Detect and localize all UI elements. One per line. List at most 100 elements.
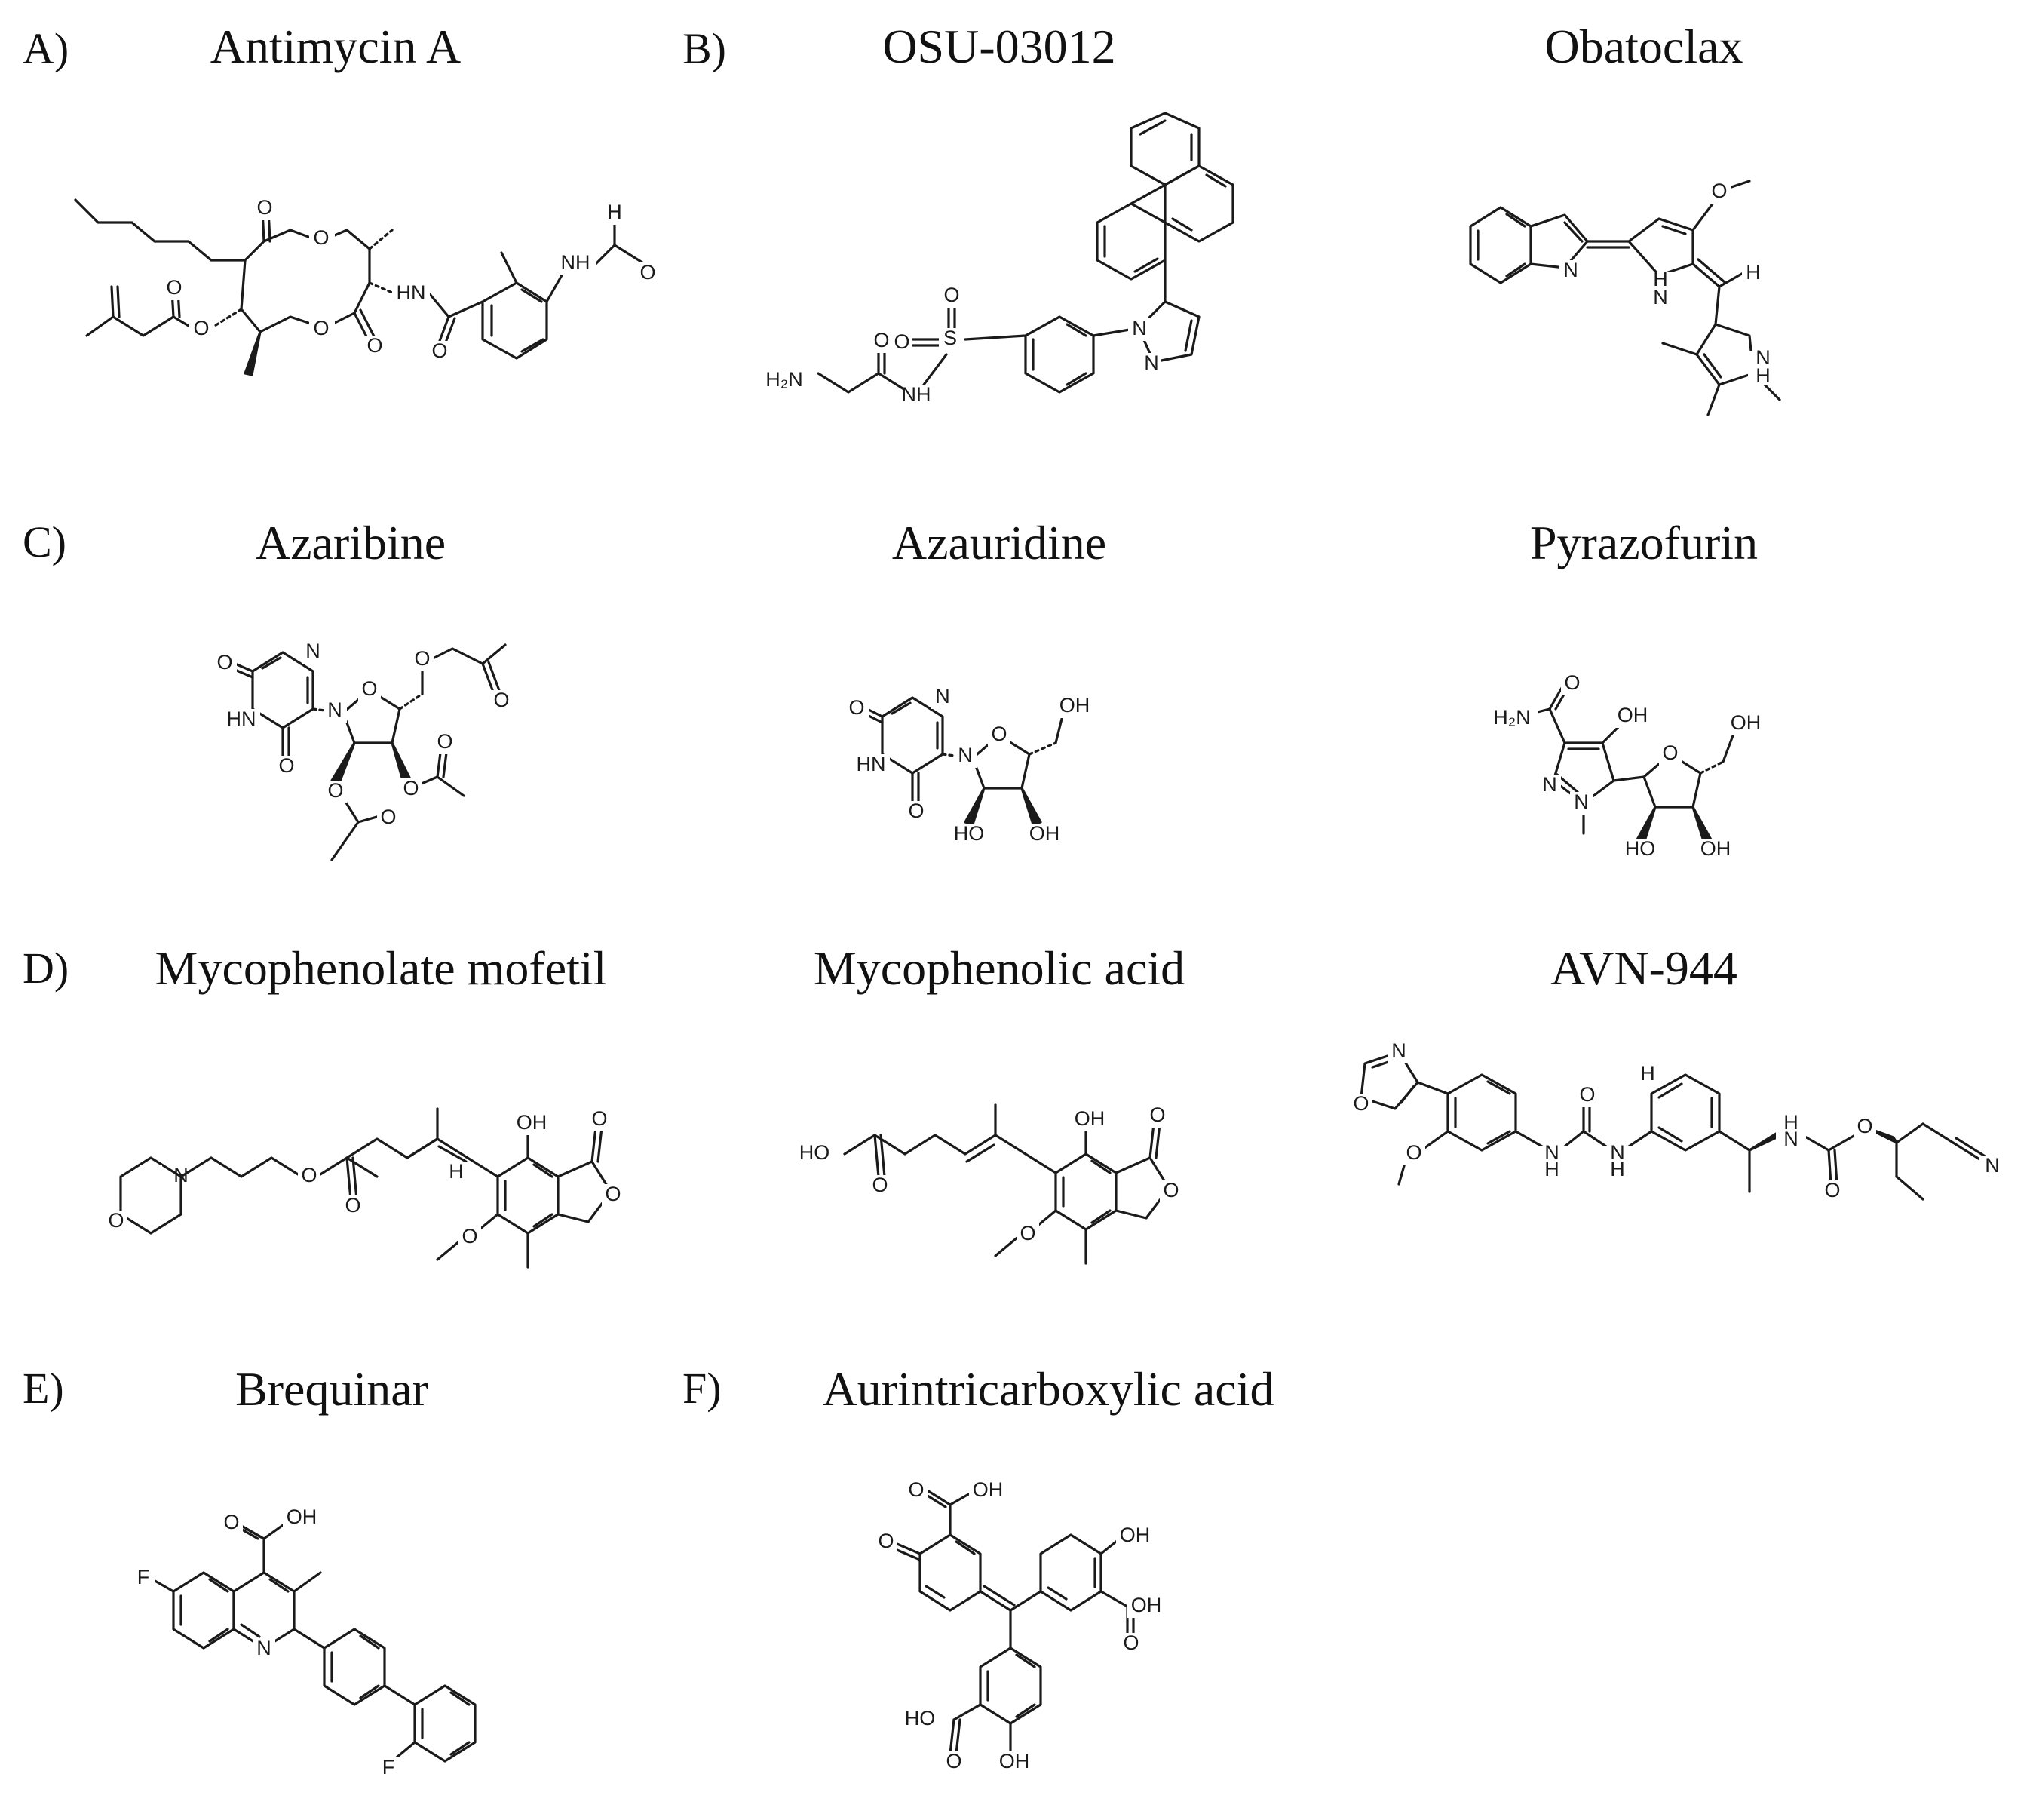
- svg-text:HO: HO: [1625, 837, 1656, 860]
- structure-obatoclax: N H N O H N H: [1469, 180, 1781, 416]
- title-aurintricarboxylic-acid: Aurintricarboxylic acid: [822, 1362, 1274, 1416]
- structure-mycophenolate-mofetil: N O O O H OH O O O: [104, 1107, 624, 1269]
- structure-antimycin-a: O O O O O O HN O NH H O: [74, 196, 659, 376]
- atom-hn: HN: [397, 281, 426, 304]
- svg-text:O: O: [327, 779, 343, 802]
- svg-text:O: O: [848, 696, 864, 719]
- panel-letter-a: A): [23, 24, 69, 73]
- svg-text:O: O: [1579, 1083, 1595, 1106]
- svg-text:O: O: [366, 334, 382, 357]
- svg-text:OH: OH: [973, 1478, 1004, 1501]
- title-pyrazofurin: Pyrazofurin: [1529, 516, 1759, 569]
- svg-text:HN: HN: [227, 707, 256, 730]
- svg-text:O: O: [301, 1164, 317, 1186]
- svg-text:O: O: [1020, 1222, 1035, 1245]
- structure-azauridine: O N N HN O O OH HO OH: [846, 685, 1093, 846]
- svg-text:O: O: [943, 284, 959, 306]
- svg-text:N: N: [173, 1164, 189, 1186]
- structure-pyrazofurin: H₂N O OH N N O OH HO OH: [1486, 671, 1765, 861]
- svg-text:O: O: [1123, 1631, 1139, 1654]
- svg-text:O: O: [1406, 1141, 1421, 1164]
- svg-text:O: O: [1711, 180, 1727, 202]
- svg-text:N: N: [1574, 790, 1589, 813]
- svg-text:S: S: [943, 327, 957, 349]
- svg-text:O: O: [166, 276, 182, 299]
- svg-text:O: O: [605, 1183, 621, 1205]
- svg-text:F: F: [382, 1756, 395, 1779]
- svg-text:O: O: [216, 651, 232, 674]
- svg-text:N: N: [1542, 773, 1557, 796]
- svg-text:H: H: [1756, 364, 1771, 387]
- title-mycophenolate-mofetil: Mycophenolate mofetil: [155, 941, 607, 995]
- structure-mycophenolic-acid: HO O OH O O O: [792, 1103, 1182, 1265]
- svg-text:O: O: [361, 677, 377, 700]
- title-brequinar: Brequinar: [235, 1362, 428, 1416]
- svg-text:O: O: [256, 196, 272, 219]
- svg-text:O: O: [1564, 671, 1580, 694]
- svg-text:O: O: [313, 317, 329, 339]
- svg-text:O: O: [1353, 1092, 1369, 1115]
- svg-text:N: N: [327, 698, 342, 721]
- svg-text:H: H: [449, 1160, 464, 1183]
- svg-text:H: H: [1610, 1158, 1625, 1180]
- svg-text:HO: HO: [905, 1707, 936, 1729]
- title-obatoclax: Obatoclax: [1544, 20, 1743, 73]
- svg-text:O: O: [462, 1225, 477, 1248]
- svg-text:N: N: [958, 744, 973, 766]
- panel-letter-f: F): [682, 1364, 722, 1413]
- svg-text:O: O: [908, 800, 924, 822]
- title-mycophenolic-acid: Mycophenolic acid: [813, 941, 1185, 995]
- svg-text:OH: OH: [1075, 1107, 1105, 1130]
- svg-text:H: H: [1640, 1062, 1655, 1085]
- svg-text:NH: NH: [902, 383, 931, 406]
- svg-text:O: O: [278, 754, 294, 777]
- svg-text:N: N: [1544, 1141, 1559, 1164]
- svg-text:HO: HO: [799, 1141, 830, 1164]
- structure-aurintricarboxylic-acid: O O OH OH OH O HO O OH: [875, 1478, 1165, 1774]
- svg-text:O: O: [380, 806, 396, 828]
- svg-text:N: N: [1756, 346, 1771, 369]
- svg-text:OH: OH: [1700, 837, 1731, 860]
- svg-text:O: O: [591, 1107, 607, 1130]
- svg-text:N: N: [1610, 1141, 1625, 1164]
- title-azaribine: Azaribine: [255, 516, 446, 569]
- svg-text:H₂N: H₂N: [1493, 706, 1530, 729]
- title-antimycin-a: Antimycin A: [210, 20, 462, 73]
- svg-text:N: N: [1563, 259, 1578, 281]
- svg-text:O: O: [908, 1478, 924, 1501]
- svg-text:O: O: [1857, 1115, 1872, 1137]
- svg-text:OH: OH: [517, 1111, 547, 1134]
- svg-text:O: O: [1149, 1103, 1165, 1126]
- structure-osu-03012: S O O NH O H₂N N N: [758, 112, 1234, 407]
- svg-text:N: N: [1985, 1154, 2000, 1177]
- svg-text:O: O: [493, 689, 509, 711]
- svg-text:O: O: [873, 329, 889, 351]
- svg-text:N: N: [1653, 286, 1668, 308]
- svg-text:OH: OH: [287, 1505, 317, 1528]
- structure-azaribine: O N N HN O O O O O O O O: [214, 640, 513, 861]
- svg-text:N: N: [1144, 351, 1159, 374]
- svg-text:N: N: [1391, 1039, 1406, 1062]
- svg-text:N: N: [305, 640, 320, 662]
- structure-brequinar: F N O OH F: [132, 1505, 477, 1780]
- svg-text:N: N: [1783, 1128, 1798, 1150]
- svg-text:OH: OH: [1120, 1524, 1151, 1546]
- svg-text:OH: OH: [1731, 711, 1762, 734]
- svg-text:N: N: [256, 1637, 271, 1659]
- structure-avn-944: N O O N H O N H H H N O O N: [1350, 1039, 2006, 1203]
- svg-text:OH: OH: [1029, 822, 1060, 845]
- svg-text:H: H: [1783, 1111, 1798, 1134]
- svg-text:H: H: [1746, 261, 1761, 284]
- panel-letter-c: C): [23, 517, 66, 566]
- svg-text:HO: HO: [954, 822, 985, 845]
- svg-text:HN: HN: [857, 753, 886, 775]
- svg-text:O: O: [193, 317, 209, 339]
- svg-text:O: O: [946, 1750, 961, 1772]
- svg-text:O: O: [991, 723, 1007, 745]
- svg-text:O: O: [639, 261, 655, 284]
- svg-text:O: O: [403, 777, 419, 800]
- svg-text:O: O: [414, 647, 430, 670]
- svg-text:O: O: [108, 1209, 124, 1232]
- title-azauridine: Azauridine: [891, 516, 1107, 569]
- svg-text:O: O: [1163, 1179, 1179, 1202]
